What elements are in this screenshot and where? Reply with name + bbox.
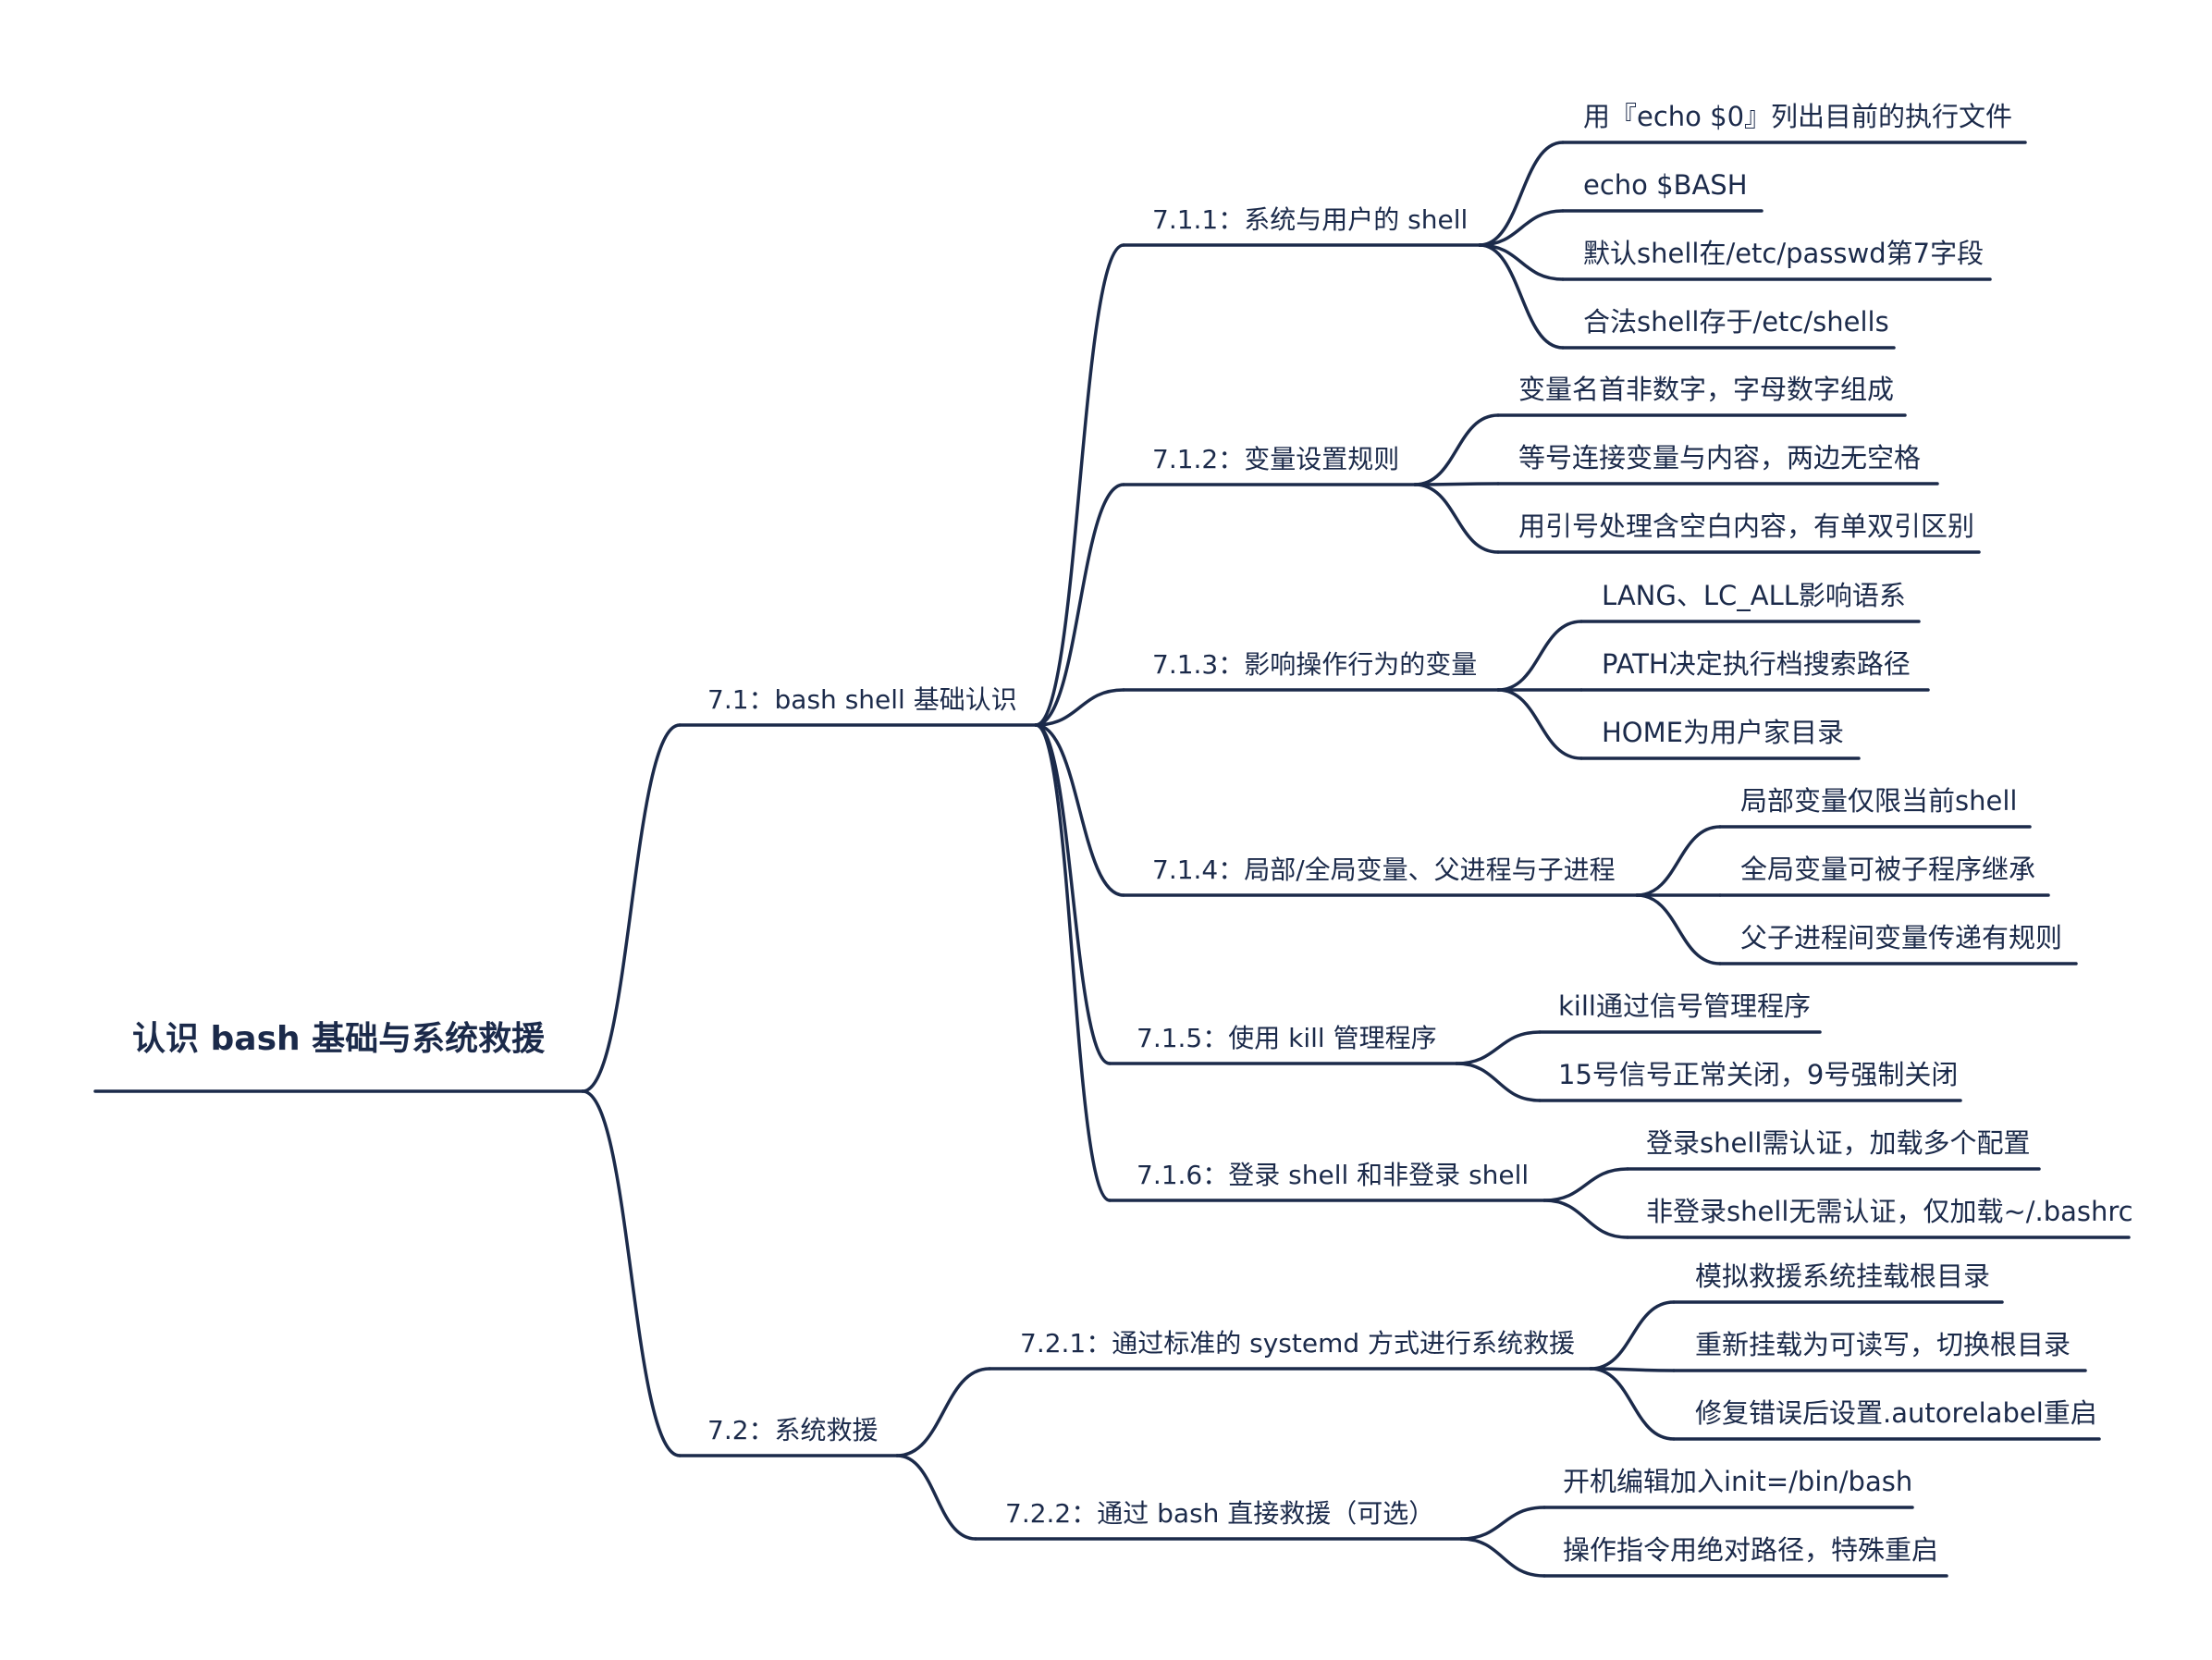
branch-7-1-label: 7.1：bash shell 基础认识 [707, 684, 1017, 715]
edge-7-2-topic-2 [895, 1454, 977, 1541]
leaf-7-2-1-a[interactable]: 模拟救援系统挂载根目录 [1672, 1260, 2004, 1304]
topic-7-2-1-label: 7.2.1：通过标准的 systemd 方式进行系统救援 [1020, 1328, 1575, 1359]
edge-topic-1-leaf-2 [1478, 209, 1565, 247]
leaf-7-1-2-a-label: 变量名首非数字，字母数字组成 [1518, 374, 1894, 405]
leaf-7-1-4-a-label: 局部变量仅限当前shell [1740, 785, 2017, 817]
leaf-7-1-3-c[interactable]: HOME为用户家目录 [1579, 717, 1861, 760]
nodes: 认识 bash 基础与系统救援 7.1：bash shell 基础认识 7.1.… [93, 101, 2133, 1578]
edge-7-1-topic-2 [1034, 483, 1125, 727]
topic-7-1-6-label: 7.1.6：登录 shell 和非登录 shell [1137, 1160, 1529, 1190]
root-title: 认识 bash 基础与系统救援 [132, 1020, 546, 1058]
leaf-7-1-3-a-label: LANG、LC_ALL影响语系 [1602, 580, 1906, 611]
leaf-7-1-5-a-label: kill通过信号管理程序 [1558, 990, 1811, 1022]
leaf-7-2-2-a-label: 开机编辑加入init=/bin/bash [1563, 1466, 1912, 1497]
edge-topic-6-leaf-1 [1542, 1167, 1629, 1202]
leaf-7-1-4-c-label: 父子进程间变量传递有规则 [1740, 922, 2062, 953]
topic-7-1-1[interactable]: 7.1.1：系统与用户的 shell [1122, 204, 1481, 247]
topic-7-1-5[interactable]: 7.1.5：使用 kill 管理程序 [1108, 1023, 1458, 1065]
edge-topic-1-leaf-1 [1478, 141, 1565, 247]
leaf-7-1-1-b-label: echo $BASH [1583, 169, 1748, 201]
leaf-7-2-1-b-label: 重新挂载为可读写，切换根目录 [1695, 1329, 2071, 1360]
topic-7-1-3-label: 7.1.3：影响操作行为的变量 [1152, 649, 1477, 680]
leaf-7-1-2-c[interactable]: 用引号处理含空白内容，有单双引区别 [1496, 510, 1981, 554]
edge-7-2-topic-1 [895, 1367, 991, 1457]
edge-7-1-topic-4 [1034, 723, 1125, 897]
edge-topic-2-leaf-2 [1413, 482, 1500, 486]
edge-topic-1-leaf-4 [1478, 243, 1565, 350]
topic-7-1-2-label: 7.1.2：变量设置规则 [1152, 444, 1399, 474]
leaf-7-1-1-b[interactable]: echo $BASH [1561, 169, 1763, 213]
topic-7-2-1[interactable]: 7.2.1：通过标准的 systemd 方式进行系统救援 [988, 1328, 1592, 1371]
edge-topic-8-leaf-1 [1459, 1506, 1546, 1541]
leaf-7-1-1-c-label: 默认shell在/etc/passwd第7字段 [1583, 238, 1984, 269]
edge-topic-1-leaf-3 [1478, 243, 1565, 281]
leaf-7-1-2-a[interactable]: 变量名首非数字，字母数字组成 [1496, 374, 1907, 417]
leaf-7-1-4-b[interactable]: 全局变量可被子程序继承 [1718, 854, 2050, 897]
leaf-7-2-1-a-label: 模拟救援系统挂载根目录 [1695, 1260, 1990, 1292]
leaf-7-1-6-b-label: 非登录shell无需认证，仅加载~/.bashrc [1646, 1196, 2133, 1227]
leaf-7-1-2-b-label: 等号连接变量与内容，两边无空格 [1518, 442, 1921, 473]
leaf-7-1-2-c-label: 用引号处理含空白内容，有单双引区别 [1518, 510, 1974, 542]
edge-topic-3-leaf-1 [1496, 620, 1583, 692]
connector-lines [581, 141, 1722, 1578]
leaf-7-2-2-a[interactable]: 开机编辑加入init=/bin/bash [1542, 1466, 1914, 1509]
topic-7-1-1-label: 7.1.1：系统与用户的 shell [1152, 204, 1468, 235]
leaf-7-1-5-b[interactable]: 15号信号正常关闭，9号强制关闭 [1538, 1059, 1962, 1102]
topic-7-2-2-label: 7.2.2：通过 bash 直接救援（可选） [1005, 1498, 1434, 1529]
leaf-7-1-5-b-label: 15号信号正常关闭，9号强制关闭 [1558, 1059, 1958, 1090]
edge-topic-6-leaf-2 [1542, 1199, 1629, 1239]
edge-topic-7-leaf-1 [1589, 1300, 1676, 1371]
edge-7-1-topic-5 [1034, 723, 1112, 1065]
branch-7-1[interactable]: 7.1：bash shell 基础认识 [678, 684, 1038, 727]
leaf-7-2-1-c-label: 修复错误后设置.autorelabel重启 [1695, 1397, 2097, 1429]
topic-7-2-2[interactable]: 7.2.2：通过 bash 直接救援（可选） [974, 1498, 1463, 1541]
leaf-7-1-5-a[interactable]: kill通过信号管理程序 [1538, 990, 1822, 1034]
topic-7-1-2[interactable]: 7.1.2：变量设置规则 [1122, 444, 1417, 486]
leaf-7-1-3-b-label: PATH决定执行档搜索路径 [1602, 648, 1911, 680]
leaf-7-1-6-a[interactable]: 登录shell需认证，加载多个配置 [1626, 1127, 2041, 1171]
leaf-7-1-1-d-label: 合法shell存于/etc/shells [1583, 306, 1889, 338]
leaf-7-2-2-b-label: 操作指令用绝对路径，特殊重启 [1563, 1534, 1938, 1566]
edge-root-7-2 [581, 1089, 682, 1457]
leaf-7-1-1-d[interactable]: 合法shell存于/etc/shells [1561, 306, 1896, 350]
edge-topic-2-leaf-1 [1413, 413, 1500, 486]
topic-7-1-4-label: 7.1.4：局部/全局变量、父进程与子进程 [1152, 855, 1616, 885]
edge-root-7-1 [581, 723, 682, 1093]
leaf-7-1-4-b-label: 全局变量可被子程序继承 [1740, 854, 2035, 885]
leaf-7-1-6-b[interactable]: 非登录shell无需认证，仅加载~/.bashrc [1626, 1196, 2133, 1239]
leaf-7-1-3-c-label: HOME为用户家目录 [1602, 717, 1844, 748]
topic-7-1-6[interactable]: 7.1.6：登录 shell 和非登录 shell [1108, 1160, 1546, 1202]
edge-topic-7-leaf-3 [1589, 1367, 1676, 1441]
branch-7-2-label: 7.2：系统救援 [707, 1415, 879, 1445]
branch-7-2[interactable]: 7.2：系统救援 [678, 1415, 899, 1457]
edge-topic-3-leaf-3 [1496, 688, 1583, 760]
edge-topic-2-leaf-3 [1413, 483, 1500, 554]
edge-topic-7-leaf-2 [1589, 1367, 1676, 1372]
leaf-7-1-4-a[interactable]: 局部变量仅限当前shell [1718, 785, 2032, 829]
edge-topic-4-leaf-3 [1635, 893, 1722, 965]
edge-topic-5-leaf-2 [1455, 1062, 1542, 1102]
leaf-7-1-1-a[interactable]: 用『echo $0』列出目前的执行文件 [1561, 101, 2027, 144]
edge-7-1-topic-6 [1034, 723, 1112, 1202]
leaf-7-2-1-b[interactable]: 重新挂载为可读写，切换根目录 [1672, 1329, 2087, 1372]
leaf-7-1-1-c[interactable]: 默认shell在/etc/passwd第7字段 [1561, 238, 1992, 281]
leaf-7-1-2-b[interactable]: 等号连接变量与内容，两边无空格 [1496, 442, 1939, 486]
edge-topic-5-leaf-1 [1455, 1030, 1542, 1065]
edge-topic-4-leaf-1 [1635, 825, 1722, 897]
leaf-7-2-1-c[interactable]: 修复错误后设置.autorelabel重启 [1672, 1397, 2101, 1441]
leaf-7-1-1-a-label: 用『echo $0』列出目前的执行文件 [1583, 101, 2012, 132]
edge-topic-8-leaf-2 [1459, 1537, 1546, 1578]
edge-7-1-topic-1 [1034, 243, 1125, 727]
root-node[interactable]: 认识 bash 基础与系统救援 [93, 1020, 584, 1093]
leaf-7-2-2-b[interactable]: 操作指令用绝对路径，特殊重启 [1542, 1534, 1948, 1578]
edge-7-1-topic-3 [1034, 688, 1125, 727]
leaf-7-1-4-c[interactable]: 父子进程间变量传递有规则 [1718, 922, 2078, 965]
leaf-7-1-6-a-label: 登录shell需认证，加载多个配置 [1646, 1127, 2030, 1159]
leaf-7-1-3-a[interactable]: LANG、LC_ALL影响语系 [1579, 580, 1921, 623]
topic-7-1-4[interactable]: 7.1.4：局部/全局变量、父进程与子进程 [1122, 855, 1639, 897]
leaf-7-1-3-b[interactable]: PATH决定执行档搜索路径 [1579, 648, 1930, 692]
topic-7-1-3[interactable]: 7.1.3：影响操作行为的变量 [1122, 649, 1500, 692]
topic-7-1-5-label: 7.1.5：使用 kill 管理程序 [1137, 1023, 1437, 1053]
